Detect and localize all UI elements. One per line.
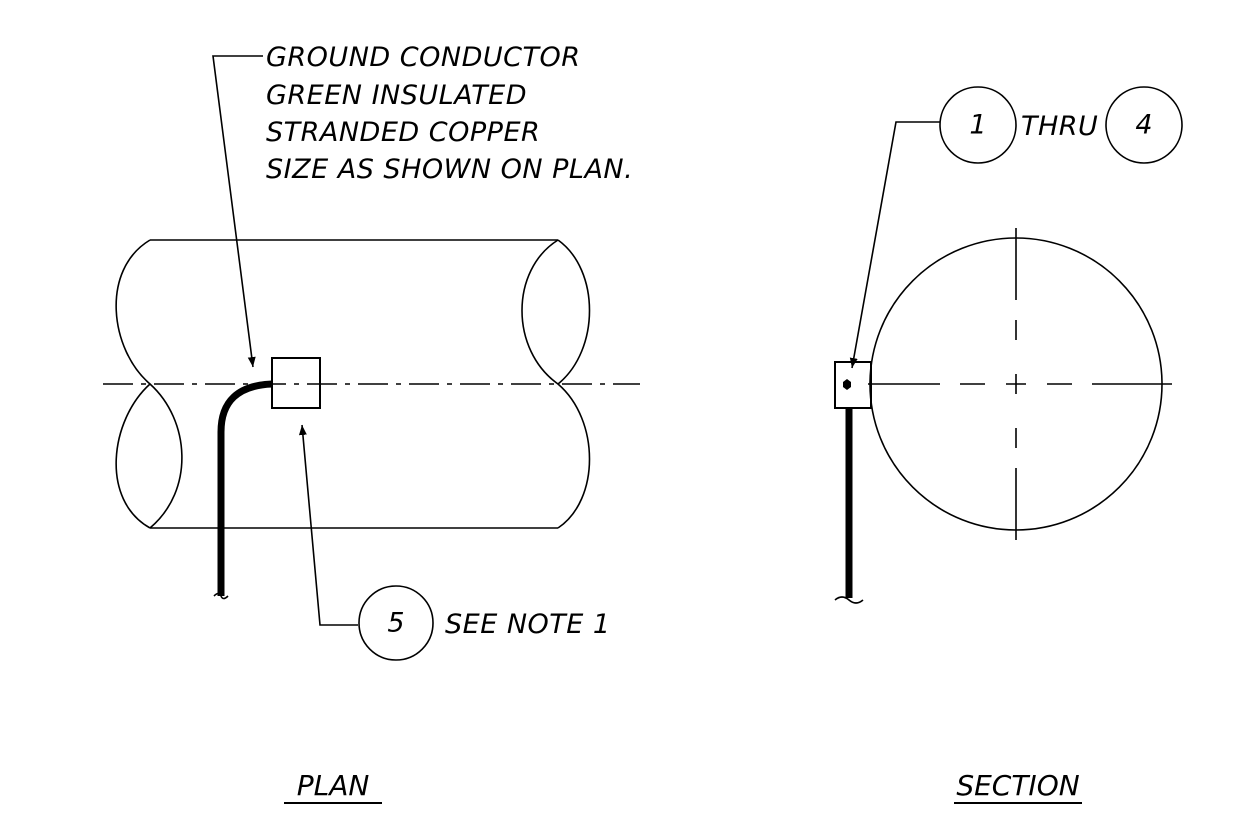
plan-title: PLAN — [284, 769, 382, 804]
section-break-symbol — [834, 596, 864, 604]
callout-bubble-1: 1 — [939, 86, 1017, 164]
section-view: 1 THRU 4 SECTION — [834, 86, 1183, 804]
conductor-break-symbol — [213, 592, 229, 600]
plan-title-text: PLAN — [297, 769, 370, 802]
clamp-leader — [298, 424, 358, 626]
bolt-hex-icon — [843, 379, 851, 390]
callout-bubble-5: 5 — [358, 585, 434, 661]
bubble-1-number: 1 — [969, 110, 986, 141]
ground-conductor-wire — [217, 380, 273, 596]
section-title-text: SECTION — [956, 769, 1079, 802]
section-clamp-block — [834, 361, 872, 409]
conductor-leader — [212, 55, 263, 368]
plan-view: GROUND CONDUCTOR GREEN INSULATED STRANDE… — [103, 42, 640, 804]
section-centerlines — [868, 228, 1172, 540]
section-title: SECTION — [954, 769, 1082, 804]
bubble-5-number: 5 — [387, 608, 404, 639]
thru-label: THRU — [1021, 111, 1098, 142]
conductor-note-line-3: STRANDED COPPER — [266, 117, 540, 148]
conductor-note: GROUND CONDUCTOR GREEN INSULATED STRANDE… — [266, 42, 633, 185]
bubble-4-number: 4 — [1135, 110, 1152, 141]
callout-bubble-4: 4 — [1105, 86, 1183, 164]
conductor-note-line-4: SIZE AS SHOWN ON PLAN. — [266, 154, 633, 185]
conductor-note-line-2: GREEN INSULATED — [266, 80, 527, 111]
bubble-5-note: SEE NOTE 1 — [445, 609, 611, 640]
conductor-note-line-1: GROUND CONDUCTOR — [266, 42, 580, 73]
section-leader — [849, 121, 940, 369]
ground-clamp-box — [271, 357, 321, 409]
